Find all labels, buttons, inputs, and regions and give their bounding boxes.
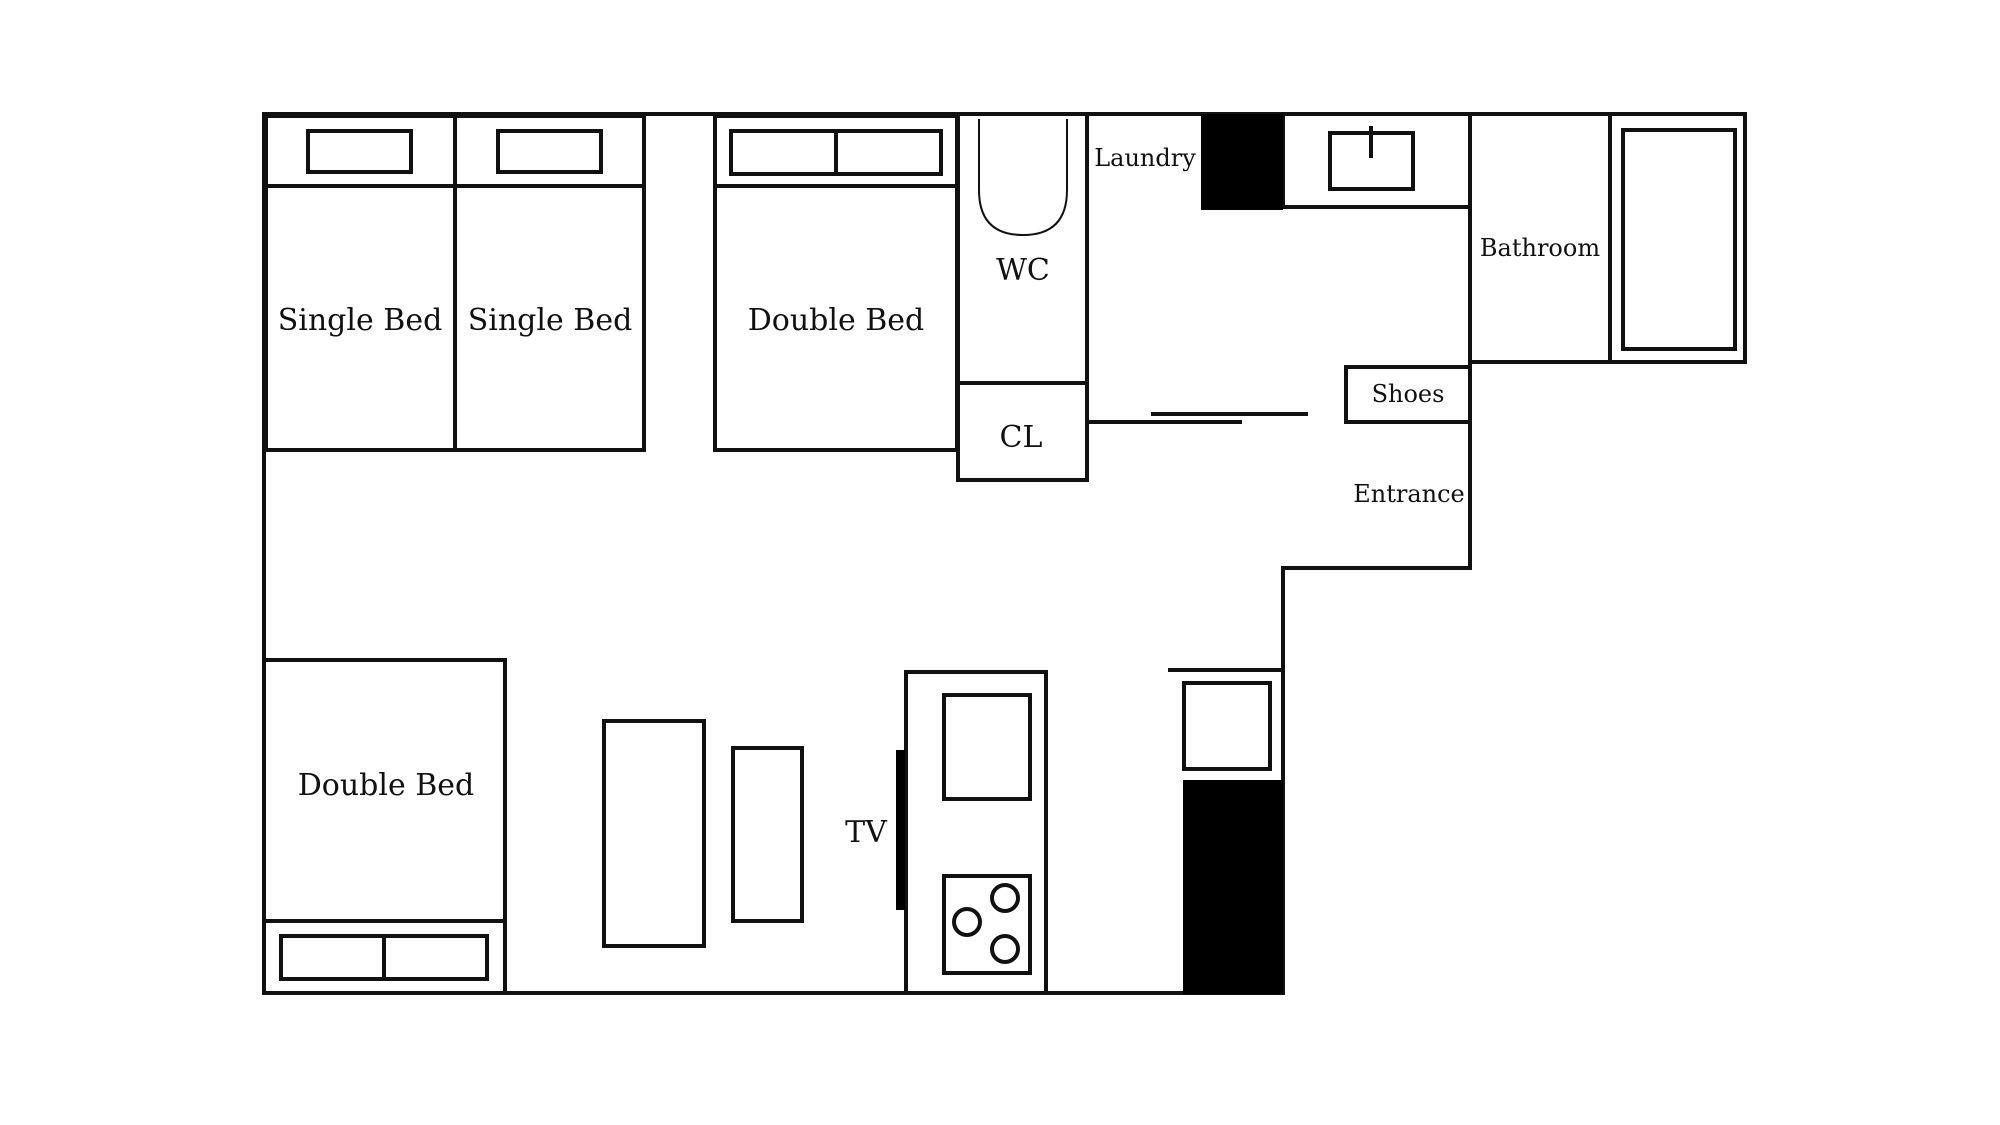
- laundry-label: Laundry: [1094, 144, 1196, 172]
- shoes-cabinet: [1344, 365, 1472, 424]
- double-bed-top-label: Double Bed: [748, 303, 925, 338]
- kitchen-sink: [942, 693, 1032, 801]
- sofa: [602, 719, 706, 948]
- laundry-area: [1281, 112, 1472, 209]
- small-cabinet: [1182, 681, 1272, 771]
- double-bed-bottom-label: Double Bed: [298, 768, 475, 803]
- bathtub: [1621, 128, 1737, 351]
- wc-label: WC: [996, 253, 1050, 288]
- pillow: [306, 129, 413, 174]
- double-bed-top: [713, 114, 959, 452]
- single-bed-1: [264, 114, 457, 452]
- wc-room: [956, 112, 1089, 482]
- burner: [952, 907, 982, 937]
- fridge: [1183, 780, 1283, 994]
- kitchen-counter: [904, 670, 1048, 995]
- double-bed-bottom: [262, 658, 507, 995]
- single-bed-2-label: Single Bed: [468, 303, 633, 338]
- burner: [990, 883, 1020, 913]
- single-bed-1-label: Single Bed: [278, 303, 443, 338]
- bathroom-label: Bathroom: [1480, 234, 1600, 262]
- tv-label: TV: [845, 815, 888, 850]
- toilet-bowl: [978, 119, 1068, 237]
- burner: [990, 934, 1020, 964]
- bathroom-room: [1468, 112, 1737, 570]
- cl-label: CL: [1000, 420, 1043, 455]
- entrance-label: Entrance: [1353, 480, 1465, 508]
- tv-unit: [896, 750, 905, 910]
- coffee-table: [731, 746, 804, 923]
- single-bed-2: [453, 114, 646, 452]
- laundry-machine: [1201, 114, 1283, 210]
- pillow: [496, 129, 603, 174]
- stove: [942, 874, 1032, 975]
- shoes-label: Shoes: [1372, 380, 1445, 408]
